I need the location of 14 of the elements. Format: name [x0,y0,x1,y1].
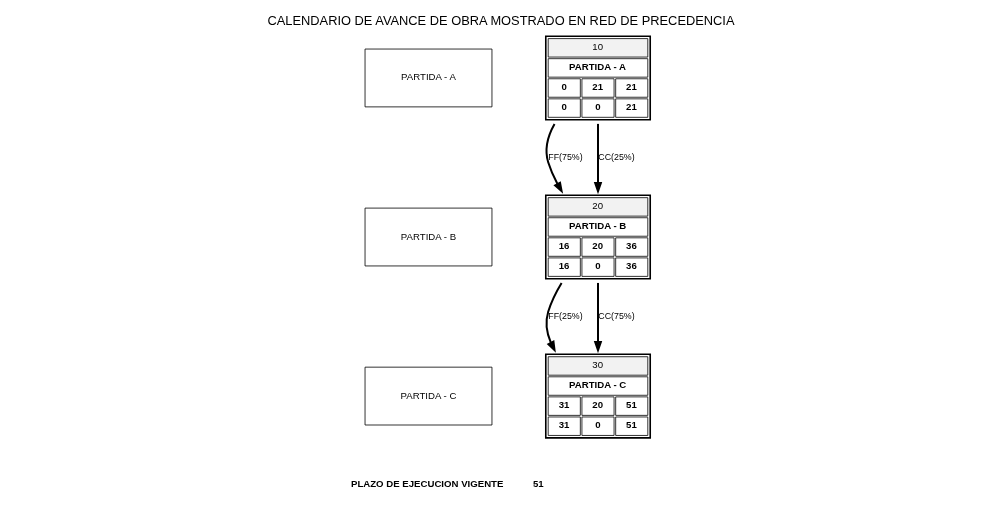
node-box: PARTIDA - C [364,366,492,426]
label: PLAZO DE EJECUCION VIGENTE [350,477,503,489]
arrow [593,123,602,195]
diagram-title: CALENDARIO DE AVANCE DE OBRA MOSTRADO EN RED DE PRECEDENCIA [267,12,734,28]
node-box: PARTIDA - B [364,207,492,267]
arrow [545,282,562,353]
arrow [545,123,563,194]
edge-label: CC(25%) [597,151,635,162]
arrow [593,282,602,354]
edge-label: CC(75%) [597,310,635,321]
label: 51 [532,477,544,489]
node-box: PARTIDA - A [364,48,492,108]
edge-label: FF(75%) [547,151,583,162]
edge-label: FF(25%) [547,310,583,321]
